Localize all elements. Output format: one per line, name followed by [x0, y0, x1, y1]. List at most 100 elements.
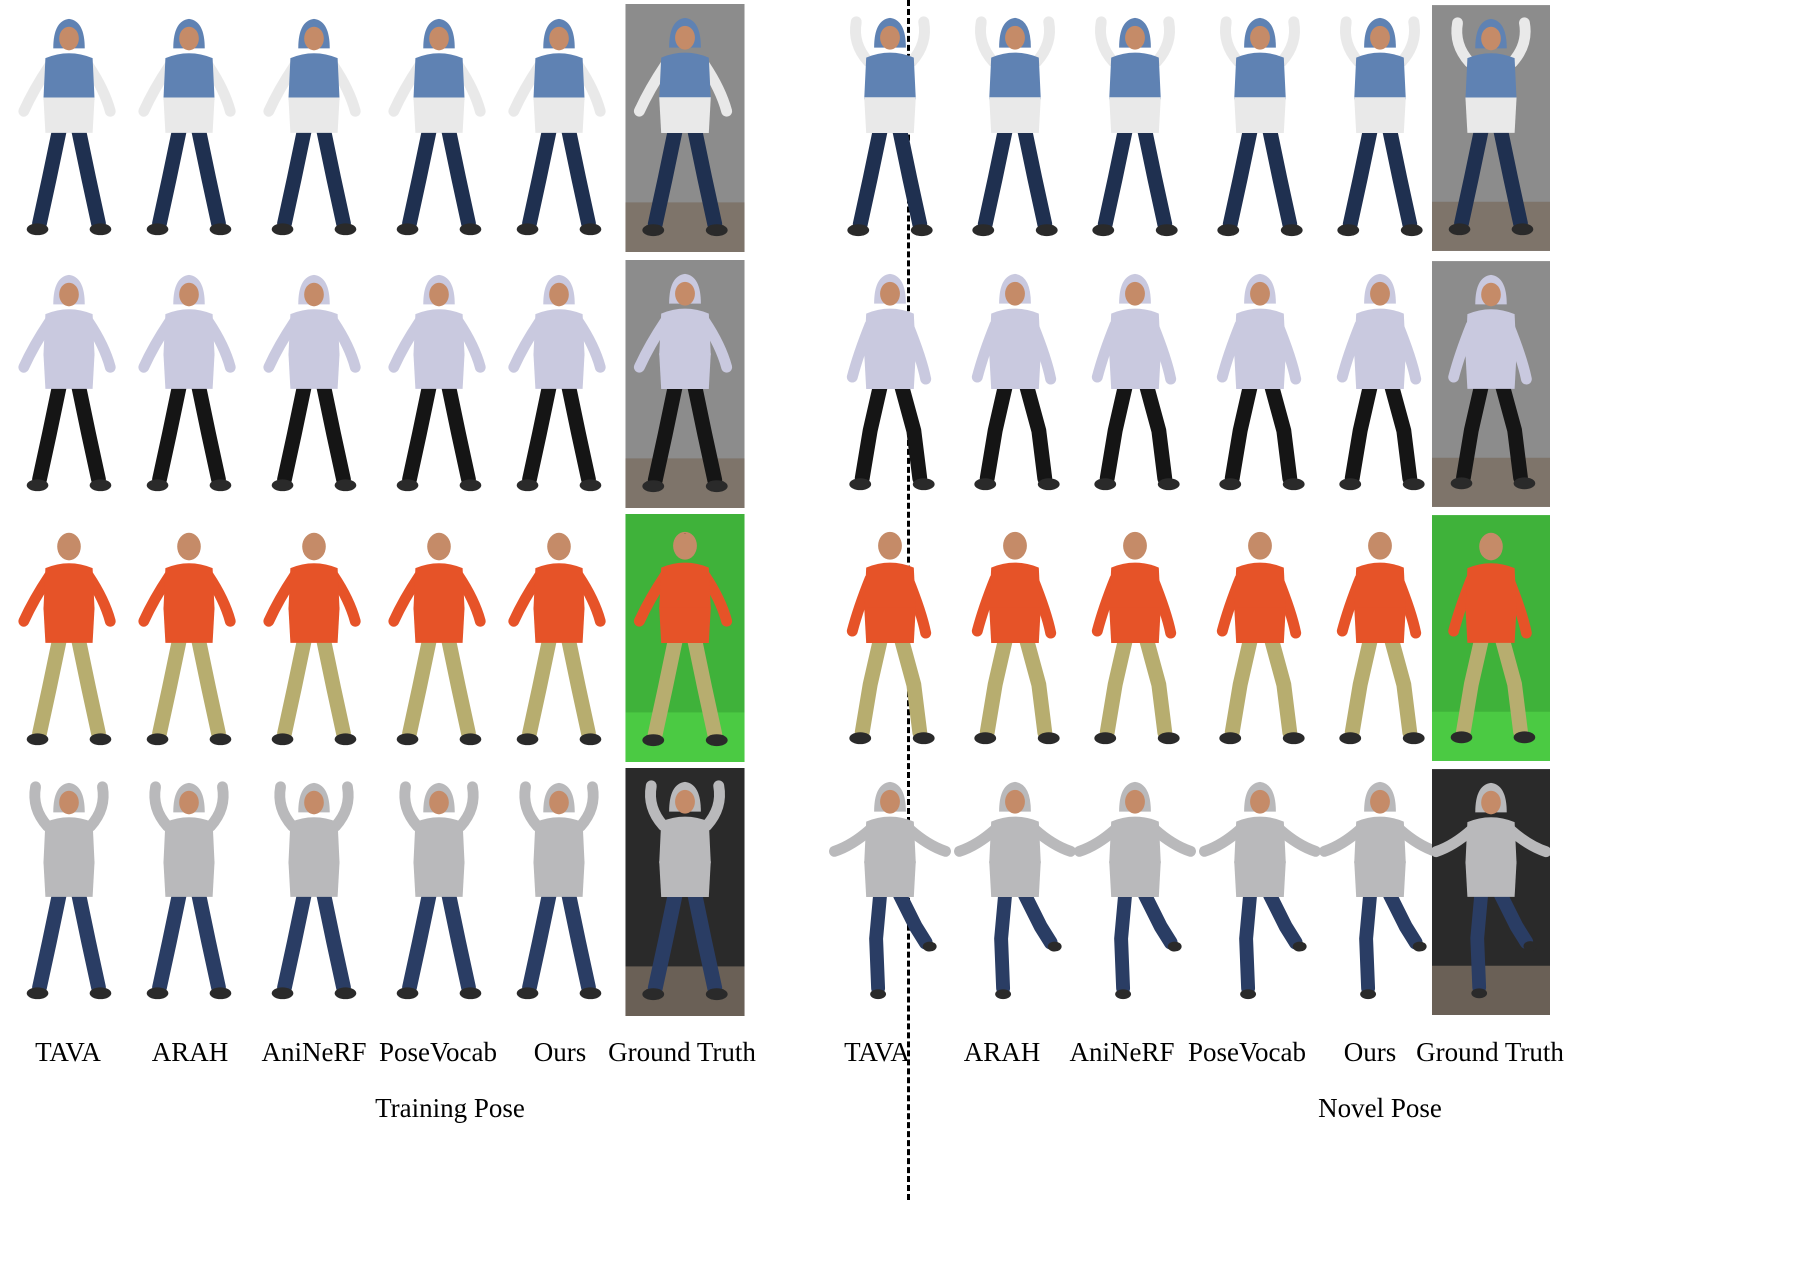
- novel-row-2: [846, 260, 1817, 508]
- hooded-person-icon: [508, 274, 606, 492]
- novel-method-3-render: [1065, 260, 1205, 508]
- novel-method-2-render: [945, 260, 1085, 508]
- training-method-3-render: [255, 260, 373, 508]
- training-method-5-render: [500, 4, 618, 252]
- person-icon: [263, 532, 361, 746]
- training-method-1-render: [10, 4, 128, 252]
- training-method-3-render: [255, 4, 373, 252]
- hooded-person-icon: [1217, 16, 1303, 237]
- person-icon: [1216, 531, 1305, 745]
- novel-method-4-render: [1190, 514, 1330, 762]
- training-method-5-render: [500, 768, 618, 1016]
- novel-pose-caption: Novel Pose: [1318, 1093, 1442, 1123]
- person-icon: [971, 531, 1060, 745]
- person-icon: [138, 532, 236, 746]
- training-label-ground-truth: Ground Truth: [608, 1037, 756, 1067]
- novel-method-2-render: [945, 4, 1085, 252]
- training-label-arah: ARAH: [151, 1037, 229, 1067]
- novel-method-3-render: [1065, 514, 1205, 762]
- novel-row-1: [847, 4, 1817, 252]
- person-icon: [625, 514, 745, 762]
- novel-row-3: [846, 514, 1817, 762]
- novel-method-1-render: [820, 768, 960, 1016]
- novel-method-3-render: [1065, 4, 1205, 252]
- hooded-person-icon: [263, 18, 361, 236]
- person-icon: [388, 532, 486, 746]
- hooded-person-icon: [625, 4, 745, 252]
- novel-ground-truth-image: [1432, 260, 1550, 508]
- hooded-person-icon: [625, 768, 745, 1016]
- hooded-person-icon: [1092, 16, 1178, 237]
- novel-method-3-render: [1065, 768, 1205, 1016]
- novel-label-ours: Ours: [1343, 1037, 1397, 1067]
- hooded-person-icon: [1091, 273, 1180, 491]
- novel-method-4-render: [1190, 768, 1330, 1016]
- hooded-person-icon: [846, 273, 935, 491]
- novel-row-4: [828, 768, 1817, 1016]
- hooded-person-icon: [971, 273, 1060, 491]
- novel-method-2-render: [945, 768, 1085, 1016]
- novel-method-5-render: [1310, 4, 1450, 252]
- hooded-person-icon: [1432, 5, 1550, 251]
- training-method-4-render: [380, 260, 498, 508]
- hooded-person-icon: [508, 18, 606, 236]
- training-row-3: [0, 514, 900, 762]
- hooded-person-icon: [1432, 769, 1550, 1015]
- novel-method-5-render: [1310, 768, 1450, 1016]
- person-icon: [846, 531, 935, 745]
- training-ground-truth-image: [625, 260, 745, 508]
- person-icon: [18, 532, 116, 746]
- training-method-1-render: [10, 768, 128, 1016]
- hooded-person-icon: [625, 260, 745, 508]
- hooded-person-icon: [388, 274, 486, 492]
- person-icon: [508, 532, 606, 746]
- training-row-1: [0, 4, 900, 252]
- training-method-3-render: [255, 514, 373, 762]
- hooded-person-icon: [388, 18, 486, 236]
- training-method-1-render: [10, 260, 128, 508]
- novel-ground-truth-image: [1432, 514, 1550, 762]
- novel-label-arah: ARAH: [963, 1037, 1041, 1067]
- training-row-2: [0, 260, 900, 508]
- hooded-person-icon: [1216, 273, 1305, 491]
- training-label-ours: Ours: [533, 1037, 587, 1067]
- training-method-2-render: [130, 768, 248, 1016]
- training-ground-truth-image: [625, 768, 745, 1016]
- novel-method-2-render: [945, 514, 1085, 762]
- hooded-person-icon: [396, 781, 482, 1000]
- hooded-person-icon: [263, 274, 361, 492]
- hooded-person-icon: [18, 18, 116, 236]
- hooded-person-icon: [1432, 261, 1550, 507]
- hooded-person-icon: [26, 781, 112, 1000]
- training-method-2-render: [130, 4, 248, 252]
- hooded-person-icon: [138, 18, 236, 236]
- novel-ground-truth-image: [1432, 4, 1550, 252]
- training-ground-truth-image: [625, 4, 745, 252]
- training-method-1-render: [10, 514, 128, 762]
- novel-label-posevocab: PoseVocab: [1188, 1037, 1306, 1067]
- training-label-aninerf: AniNeRF: [261, 1037, 367, 1067]
- hooded-person-icon: [516, 781, 602, 1000]
- training-row-4: [0, 768, 900, 1016]
- novel-label-tava: TAVA: [844, 1037, 910, 1067]
- hooded-person-icon: [828, 781, 952, 1000]
- hooded-person-icon: [1337, 16, 1423, 237]
- training-method-2-render: [130, 260, 248, 508]
- training-pose-caption: Training Pose: [375, 1093, 525, 1123]
- training-method-5-render: [500, 514, 618, 762]
- novel-method-1-render: [820, 4, 960, 252]
- novel-method-4-render: [1190, 4, 1330, 252]
- hooded-person-icon: [146, 781, 232, 1000]
- training-method-4-render: [380, 768, 498, 1016]
- training-method-4-render: [380, 4, 498, 252]
- training-label-tava: TAVA: [35, 1037, 101, 1067]
- hooded-person-icon: [138, 274, 236, 492]
- training-method-2-render: [130, 514, 248, 762]
- novel-method-5-render: [1310, 514, 1450, 762]
- training-method-3-render: [255, 768, 373, 1016]
- novel-method-5-render: [1310, 260, 1450, 508]
- novel-label-aninerf: AniNeRF: [1069, 1037, 1175, 1067]
- novel-label-ground-truth: Ground Truth: [1416, 1037, 1564, 1067]
- hooded-person-icon: [1073, 781, 1197, 1000]
- hooded-person-icon: [1336, 273, 1425, 491]
